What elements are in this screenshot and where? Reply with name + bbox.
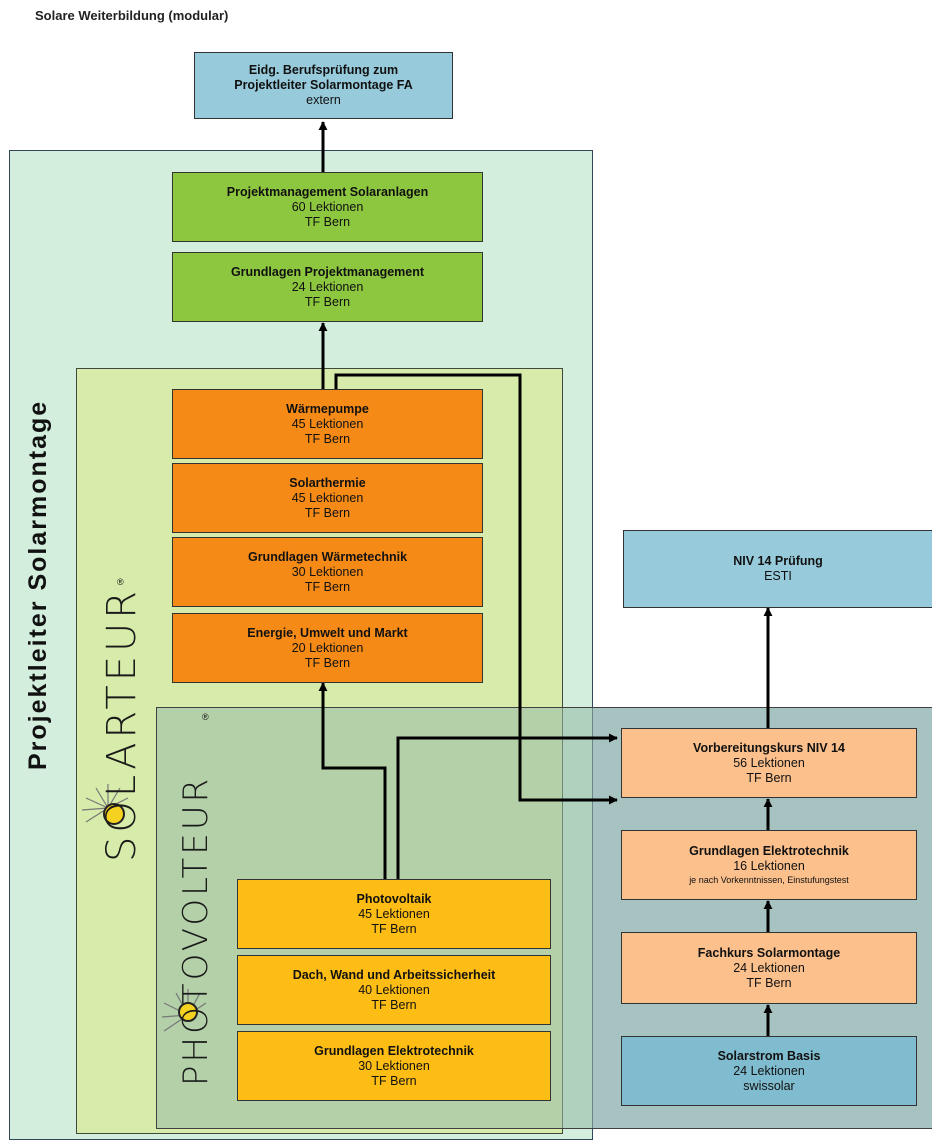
box-location: TF Bern (304, 214, 351, 229)
box-lektionen: 24 Lektionen (733, 1063, 805, 1078)
box-location: TF Bern (371, 921, 417, 936)
solarteur-reg-mark: ® (117, 577, 124, 587)
photovolteur-sun-circle (178, 1002, 198, 1022)
box-dach-wand-arbeitssicherheit: Dach, Wand und Arbeitssicherheit 40 Lekt… (237, 955, 551, 1025)
box-lektionen: 45 Lektionen (291, 416, 364, 431)
box-berufspruefung: Eidg. Berufsprüfung zum Projektleiter So… (194, 52, 453, 119)
solarteur-sun-circle (103, 803, 125, 825)
box-lektionen: 24 Lektionen (733, 960, 805, 975)
box-lektionen: 45 Lektionen (358, 906, 430, 921)
box-berufspruefung-line1: Eidg. Berufsprüfung zum (248, 63, 399, 77)
box-location: TF Bern (304, 655, 351, 670)
box-provider: ESTI (764, 569, 792, 583)
box-title: Projektmanagement Solaranlagen (226, 184, 429, 199)
box-title: Energie, Umwelt und Markt (247, 625, 408, 640)
box-berufspruefung-line3: extern (306, 93, 341, 107)
box-location: TF Bern (371, 997, 417, 1012)
box-title: Solarthermie (289, 475, 366, 490)
box-grundlagen-elektrotechnik-pv: Grundlagen Elektrotechnik 30 Lektionen T… (237, 1031, 551, 1101)
box-title: Fachkurs Solarmontage (697, 945, 841, 960)
box-berufspruefung-line2: Projektleiter Solarmontage FA (234, 78, 413, 92)
arrow-pv-to-energie (318, 682, 387, 879)
box-location: TF Bern (746, 770, 792, 785)
box-lektionen: 30 Lektionen (358, 1058, 430, 1073)
box-location: TF Bern (304, 505, 351, 520)
box-title: Wärmepumpe (286, 401, 369, 416)
photovolteur-reg-mark: ® (202, 712, 209, 722)
box-title: Photovoltaik (356, 891, 432, 906)
box-solarstrom-basis: Solarstrom Basis 24 Lektionen swissolar (621, 1036, 917, 1106)
box-title: Dach, Wand und Arbeitssicherheit (292, 967, 496, 982)
box-location: TF Bern (304, 431, 351, 446)
box-grundlagen-projektmanagement: Grundlagen Projektmanagement 24 Lektione… (172, 252, 483, 322)
box-provider: swissolar (743, 1078, 795, 1093)
box-title: Grundlagen Projektmanagement (230, 264, 425, 279)
box-lektionen: 30 Lektionen (291, 564, 364, 579)
box-grundlagen-waermetechnik: Grundlagen Wärmetechnik 30 Lektionen TF … (172, 537, 483, 607)
page-title: Solare Weiterbildung (modular) (35, 8, 229, 23)
box-title: Vorbereitungskurs NIV 14 (693, 740, 845, 755)
box-lektionen: 56 Lektionen (733, 755, 805, 770)
box-location: TF Bern (746, 975, 792, 990)
box-title: Grundlagen Elektrotechnik (314, 1043, 474, 1058)
box-location: TF Bern (371, 1073, 417, 1088)
box-title: Grundlagen Wärmetechnik (247, 549, 408, 564)
box-projektmanagement-solaranlagen: Projektmanagement Solaranlagen 60 Lektio… (172, 172, 483, 242)
box-location: TF Bern (304, 294, 351, 309)
box-photovoltaik: Photovoltaik 45 Lektionen TF Bern (237, 879, 551, 949)
box-lektionen: 20 Lektionen (291, 640, 364, 655)
arrow-pv-to-niv-course (396, 733, 618, 879)
box-lektionen: 45 Lektionen (291, 490, 364, 505)
box-lektionen: 40 Lektionen (358, 982, 430, 997)
box-title: Solarstrom Basis (717, 1048, 821, 1063)
box-niv14-pruefung: NIV 14 Prüfung ESTI (623, 530, 932, 608)
box-vorbereitungskurs-niv14: Vorbereitungskurs NIV 14 56 Lektionen TF… (621, 728, 917, 798)
box-lektionen: 60 Lektionen (291, 199, 364, 214)
box-location: TF Bern (304, 579, 351, 594)
box-solarthermie: Solarthermie 45 Lektionen TF Bern (172, 463, 483, 533)
box-energie-umwelt-markt: Energie, Umwelt und Markt 20 Lektionen T… (172, 613, 483, 683)
box-fachkurs-solarmontage: Fachkurs Solarmontage 24 Lektionen TF Be… (621, 932, 917, 1004)
box-title: NIV 14 Prüfung (733, 554, 823, 568)
arrow-waerme-to-niv-course (334, 373, 618, 805)
box-title: Grundlagen Elektrotechnik (689, 844, 849, 858)
box-grundlagen-elektrotechnik-niv: Grundlagen Elektrotechnik 16 Lektionen j… (621, 830, 917, 900)
box-lektionen: 24 Lektionen (291, 279, 364, 294)
box-waermepumpe: Wärmepumpe 45 Lektionen TF Bern (172, 389, 483, 459)
box-note: je nach Vorkenntnissen, Einstufungstest (689, 875, 849, 885)
box-lektionen: 16 Lektionen (733, 859, 805, 873)
